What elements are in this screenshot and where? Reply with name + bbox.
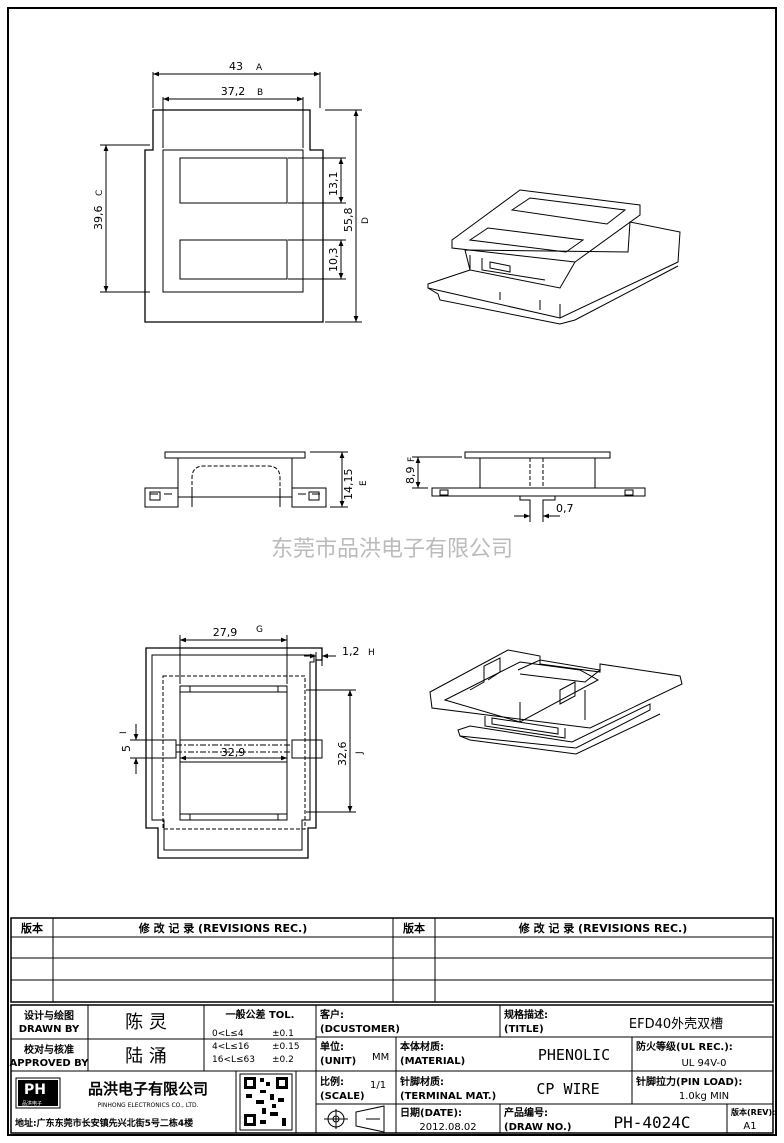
qr-code [239, 1073, 293, 1131]
tol-label: 一般公差 TOL. [226, 1008, 295, 1021]
company-logo [15, 1077, 61, 1109]
revision-table [10, 917, 774, 1003]
pin-load-value: 1.0kg MIN [679, 1091, 729, 1102]
company-en: PINHONG ELECTRONICS CO., LTD. [97, 1102, 198, 1109]
dim-label: 37,2 [221, 85, 246, 98]
rev-label: 版本(REV): [730, 1107, 775, 1117]
dim-ref: H [368, 648, 375, 658]
drawno-label-en: (DRAW NO.) [504, 1122, 571, 1133]
bottom-view [130, 635, 356, 859]
tol-range: 16<L≤63 [212, 1055, 255, 1065]
dim-label: 39,6 [92, 206, 105, 231]
drawn-by-label: 设计与绘图 [24, 1009, 74, 1022]
dim-label: 13,1 [327, 172, 340, 197]
dim-label: 55,8 [342, 208, 355, 233]
rev-rec-label: 修 改 记 录 (REVISIONS REC.) [518, 921, 688, 935]
approved-label: 校对与核准 [24, 1043, 74, 1056]
rev-ver-label: 版本 [21, 921, 43, 935]
tol-range: 4<L≤16 [212, 1042, 250, 1052]
dim-label: 14,15 [342, 469, 355, 501]
qr-code-pattern [244, 1077, 288, 1126]
company-name: 品洪电子有限公司 [88, 1080, 208, 1098]
dim-label: 32,6 [336, 742, 349, 767]
sheet-border [7, 7, 777, 1136]
tol-range: 0<L≤4 [212, 1029, 244, 1039]
customer-label-en: (DCUSTOMER) [320, 1024, 400, 1035]
dim-ref: A [256, 63, 263, 73]
material-label: 本体材质: [400, 1040, 444, 1053]
iso-view-top [427, 189, 681, 325]
terminal-label-en: (TERMINAL MAT.) [400, 1091, 496, 1102]
address: 地址:广东东莞市长安镇先兴北街5号二栋4楼 [15, 1117, 193, 1129]
date-label: 日期(DATE): [400, 1106, 462, 1119]
rev-rec-label: 修 改 记 录 (REVISIONS REC.) [138, 921, 308, 935]
material-value: PHENOLIC [538, 1046, 610, 1064]
dim-label: 43 [229, 60, 243, 73]
ul-label: 防火等级(UL REC.): [636, 1040, 733, 1053]
tol-value: ±0.2 [272, 1055, 294, 1065]
scale-value: 1/1 [370, 1080, 386, 1091]
title-value: EFD40外壳双槽 [629, 1017, 723, 1032]
watermark: 东莞市品洪电子有限公司 [271, 537, 513, 562]
dim-ref: C [95, 190, 105, 196]
unit-label-en: (UNIT) [320, 1056, 356, 1067]
dim-ref: J [355, 751, 365, 755]
dim-ref: I [119, 731, 129, 734]
unit-value: MM [372, 1052, 389, 1063]
dim-ref: E [359, 480, 369, 486]
logo-sub: 品洪电子 [22, 1100, 42, 1107]
dim-label: 1,2 [342, 645, 360, 658]
approved-by: 陆 涌 [125, 1046, 167, 1067]
dim-label: 0,7 [556, 502, 574, 515]
dim-label: 27,9 [213, 626, 238, 639]
side-view [144, 451, 348, 508]
top-view [100, 71, 362, 323]
rev-ver-label: 版本 [403, 921, 425, 935]
ul-value: UL 94V-0 [681, 1058, 726, 1069]
iso-view-bottom [429, 649, 683, 755]
terminal-value: CP WIRE [536, 1080, 599, 1098]
drawno-label: 产品编号: [504, 1106, 548, 1119]
dim-label: 5 [120, 745, 133, 752]
approved-label-en: APPROVED BY [10, 1058, 90, 1069]
logo-text: PH [24, 1082, 46, 1098]
unit-label: 单位: [320, 1040, 344, 1053]
tol-value: ±0.15 [272, 1042, 300, 1052]
dim-ref: D [361, 217, 371, 224]
dim-label: 32,9 [221, 746, 246, 759]
tol-value: ±0.1 [272, 1029, 294, 1039]
front-view [412, 451, 646, 522]
material-label-en: (MATERIAL) [400, 1056, 465, 1067]
drawn-by-label-en: DRAWN BY [19, 1024, 80, 1035]
date-value: 2012.08.02 [419, 1122, 476, 1133]
title-label-en: (TITLE) [504, 1024, 544, 1035]
scale-label: 比例: [320, 1075, 344, 1088]
scale-label-en: (SCALE) [320, 1091, 365, 1102]
pin-load-label: 针脚拉力(PIN LOAD): [636, 1075, 742, 1088]
rev-value: A1 [743, 1121, 756, 1132]
dim-ref: G [256, 625, 263, 635]
dim-ref: B [257, 88, 263, 98]
dim-ref: F [407, 457, 417, 462]
terminal-label: 针脚材质: [400, 1075, 444, 1088]
title-label: 规格描述: [504, 1008, 548, 1021]
title-block-grid [10, 1004, 774, 1134]
dim-label: 8,9 [404, 467, 417, 485]
drawno-value: PH-4024C [613, 1113, 690, 1132]
customer-label: 客户: [319, 1008, 344, 1021]
drawn-by: 陈 灵 [125, 1012, 167, 1033]
dim-label: 10,3 [327, 248, 340, 273]
